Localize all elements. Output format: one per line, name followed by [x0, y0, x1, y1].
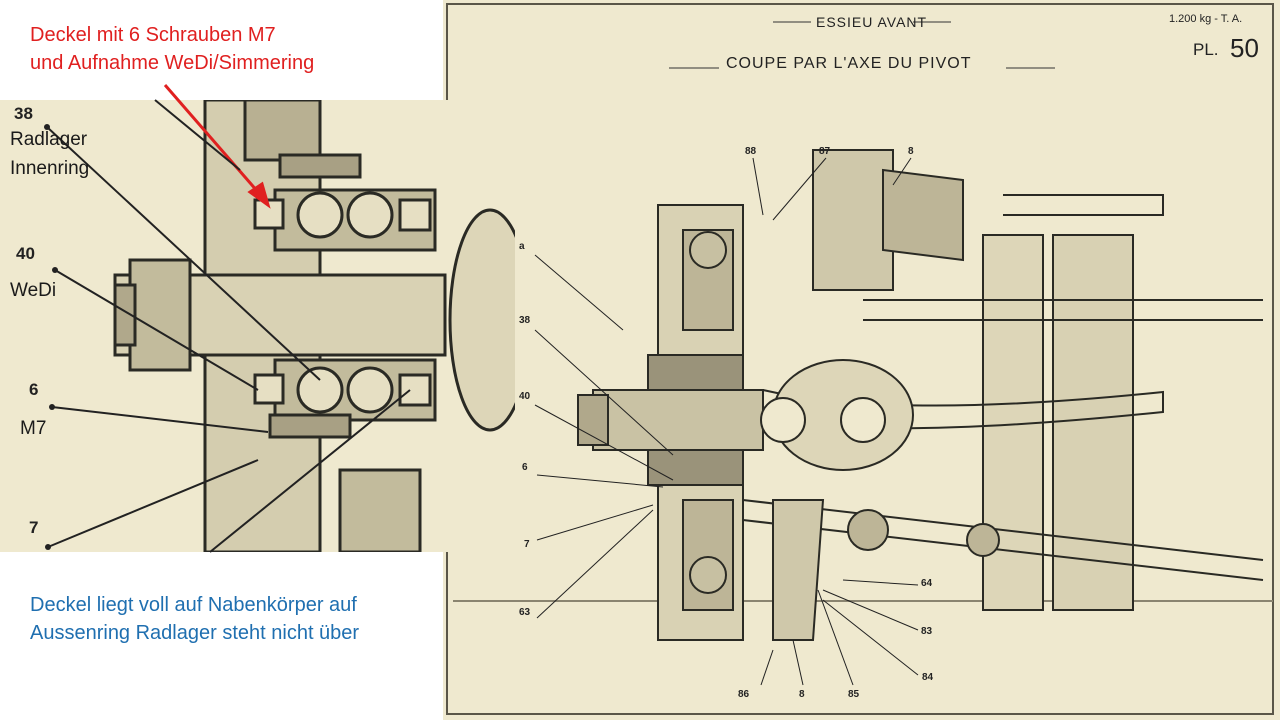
plate-callout: 88: [745, 146, 757, 157]
detail-scan: [0, 98, 532, 554]
detail-callout-number: 40: [16, 244, 35, 263]
plate-weight: 1.200 kg - T. A.: [1169, 13, 1243, 25]
detail-callout-label: Radlager: [10, 129, 88, 150]
plate-scan: ESSIEU AVANT COUPE PAR L'AXE DU PIVOT 1.…: [443, 0, 1280, 720]
plate-callout: 6: [522, 462, 528, 473]
plate-heading: COUPE PAR L'AXE DU PIVOT: [726, 55, 972, 72]
plate-callout: 40: [519, 391, 531, 402]
plate-callout: 85: [848, 689, 860, 700]
plate-callout: 83: [921, 626, 933, 637]
plate-callout: 7: [524, 539, 530, 550]
plate-callout: 38: [519, 315, 531, 326]
plate-callout: 87: [819, 146, 831, 157]
detail-callout-number: 38: [14, 104, 33, 123]
plate-title: ESSIEU AVANT: [816, 14, 928, 30]
plate-callout: 8: [908, 146, 914, 157]
detail-annotations: [44, 84, 411, 553]
plate-callout: 84: [922, 672, 934, 683]
plate-callout: 8: [799, 689, 805, 700]
detail-callout-label: WeDi: [10, 280, 57, 301]
detail-drawing: [113, 98, 532, 554]
blue-caption-line2: Aussenring Radlager steht nicht über: [30, 622, 360, 644]
detail-callout-label: Innenring: [10, 158, 90, 179]
detail-callout-number: 7: [29, 518, 39, 537]
detail-callout-number: 6: [29, 380, 39, 399]
plate-callout: 86: [738, 689, 750, 700]
plate-callout: 64: [921, 578, 933, 589]
plate-prefix: PL.: [1193, 40, 1219, 59]
blue-caption-line1: Deckel liegt voll auf Nabenkörper auf: [30, 594, 357, 616]
detail-callout-label: M7: [20, 418, 47, 439]
plate-drawing: [446, 3, 1274, 715]
red-caption-line1: Deckel mit 6 Schrauben M7: [30, 24, 276, 46]
plate-callout: 63: [519, 607, 531, 618]
red-caption-line2: und Aufnahme WeDi/Simmering: [30, 52, 315, 74]
plate-number: 50: [1230, 33, 1259, 63]
plate-leader-lines: [534, 157, 919, 686]
plate-callout: a: [519, 241, 525, 252]
